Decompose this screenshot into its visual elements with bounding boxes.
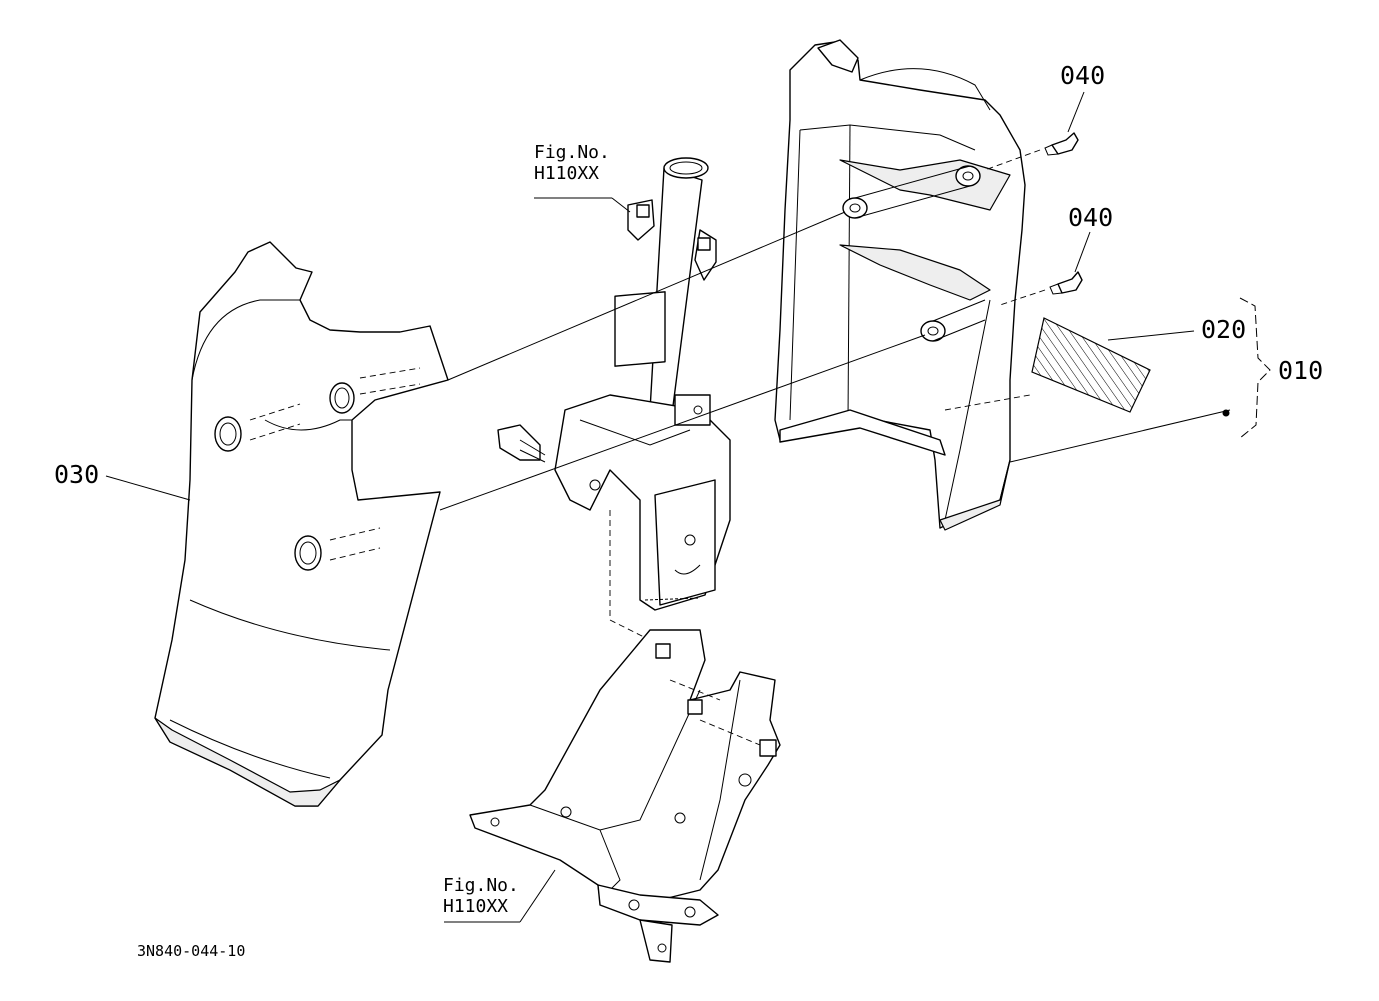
fig-ref-lower: Fig.No. H110XX: [443, 875, 519, 917]
fig-ref-upper-line1: Fig.No.: [534, 142, 610, 163]
lower-frame-bracket: [469, 629, 781, 963]
fig-ref-lower-line1: Fig.No.: [443, 875, 519, 896]
front-column-cover-030: [154, 241, 449, 807]
drawing-code: 3N840-044-10: [137, 942, 246, 960]
callout-010: 010: [1278, 356, 1324, 385]
fig-ref-upper: Fig.No. H110XX: [534, 142, 610, 184]
fig-ref-lower-line2: H110XX: [443, 895, 509, 917]
fig-ref-upper-line2: H110XX: [534, 162, 600, 184]
label-sticker-020: [1031, 317, 1151, 413]
screw-040-lower: [999, 271, 1083, 306]
callout-040-upper: 040: [1060, 61, 1106, 90]
screw-040-upper: [984, 132, 1079, 171]
steering-column-assembly: [497, 157, 731, 641]
callout-020: 020: [1201, 315, 1247, 344]
rear-column-cover-010: [774, 39, 1031, 531]
callout-030: 030: [54, 460, 100, 489]
leader-lines: [105, 91, 1271, 923]
callout-040-lower: 040: [1068, 203, 1114, 232]
